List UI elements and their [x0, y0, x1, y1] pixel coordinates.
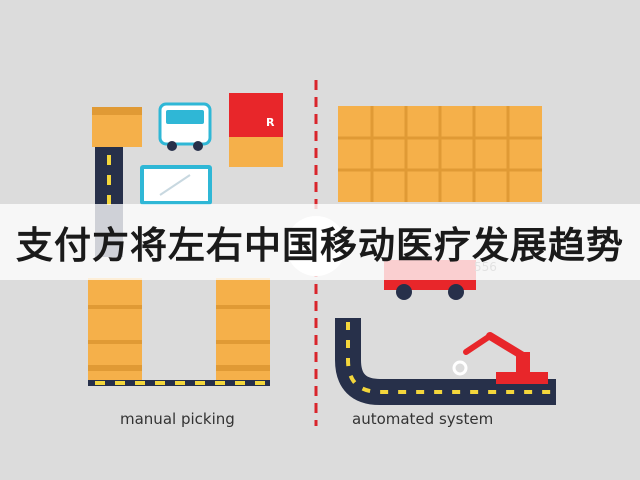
caption-manual-picking: manual picking: [120, 410, 235, 428]
box-stack-left: [88, 278, 142, 380]
laptop-icon: [140, 165, 212, 205]
box-letter: R: [266, 116, 275, 129]
caption-automated-system: automated system: [352, 410, 494, 428]
banner-title: 支付方将左右中国移动医疗发展趋势: [16, 224, 624, 267]
conveyor-road-right: [335, 318, 556, 405]
box-stack-right: [216, 278, 270, 380]
box-small-top: [92, 107, 142, 147]
robot-arm-icon: [452, 332, 548, 384]
delivery-van-icon: [158, 102, 212, 151]
red-box: [229, 93, 283, 167]
title-banner: 支付方将左右中国移动医疗发展趋势: [0, 204, 640, 280]
floor-line-left: [88, 380, 270, 386]
box-grid: [338, 106, 542, 202]
